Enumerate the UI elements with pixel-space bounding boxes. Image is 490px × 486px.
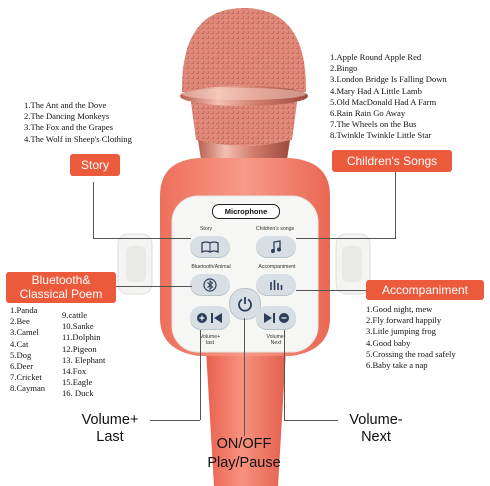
play-pause-callout: Play/Pause <box>207 455 281 471</box>
childrens-songs-tag: Children's Songs <box>332 150 452 172</box>
list-item: 6.Rain Rain Go Away <box>330 108 406 119</box>
device-story-label: Story <box>199 226 213 232</box>
leader-story-v <box>93 182 94 238</box>
device-bluetooth-label: Bluetooth/Animal <box>191 264 231 270</box>
list-item: 9.cattle <box>62 310 88 320</box>
next-minus-icon <box>264 313 289 323</box>
list-item: 1.The Ant and the Dove <box>24 100 107 110</box>
story-button[interactable] <box>190 236 230 258</box>
list-item: 16. Duck <box>62 388 94 399</box>
list-item: 5.Crossing the road safely <box>366 348 456 359</box>
leader-bluetooth-h <box>116 286 192 287</box>
list-item: 5.Old MacDonald Had A Farm <box>330 96 437 107</box>
childrens-songs-button[interactable] <box>256 236 296 258</box>
list-item: 15.Eagle <box>62 377 93 388</box>
list-item: 3.Litle jumping frog <box>366 326 436 337</box>
list-item: 13. Elephant <box>62 354 106 365</box>
list-item: 3.The Fox and the Grapes <box>24 122 114 133</box>
list-item: 7.The Wheels on the Bus <box>330 119 417 130</box>
leader-power-v <box>244 318 245 436</box>
power-icon <box>238 297 252 312</box>
list-item: 1.Apple Round Apple Red <box>330 52 422 62</box>
music-note-icon <box>271 240 281 253</box>
volume-plus-last-button[interactable] <box>190 306 230 330</box>
list-item: 2.Bingo <box>330 63 358 74</box>
childrens-songs-list: 1.Apple Round Apple Red 2.Bingo 3.London… <box>330 52 447 142</box>
microphone-brand-badge: Microphone <box>212 204 280 219</box>
list-item: 2.The Dancing Monkeys <box>24 111 110 122</box>
volume-plus-callout: Volume+ Last <box>81 412 139 445</box>
list-item: 7.Cricket <box>10 372 42 383</box>
mic-grille <box>180 8 308 171</box>
accompaniment-button[interactable] <box>256 274 296 296</box>
bluetooth-animal-button[interactable] <box>190 274 230 296</box>
animals-list-col1: 1.Panda 2.Bee 3.Camel 4.Cat 5.Dog 6.Deer… <box>10 305 45 395</box>
volume-minus-callout: Volume- Next <box>349 412 403 445</box>
list-item: 8.Cayman <box>10 383 46 394</box>
list-item: 4.Good baby <box>366 337 411 348</box>
device-childrens-label: Children's songs <box>255 226 295 232</box>
leader-story-h <box>93 238 191 239</box>
equalizer-icon <box>270 280 283 290</box>
list-item: 6.Baby take a nap <box>366 360 428 371</box>
list-item: 1.Panda <box>10 305 38 315</box>
bluetooth-classical-tag: Bluetooth& Classical Poem <box>6 272 116 303</box>
list-item: 11.Dolphin <box>62 332 101 343</box>
leader-volume-minus-h <box>284 420 338 421</box>
list-item: 14.Fox <box>62 366 87 377</box>
animals-list-col2: 9.cattle 10.Sanke 11.Dolphin 12.Pigeon 1… <box>62 310 105 400</box>
list-item: 5.Dog <box>10 349 32 360</box>
list-item: 10.Sanke <box>62 321 94 332</box>
device-volume-minus-label: Volume- Next <box>266 334 286 346</box>
power-play-pause-button[interactable] <box>229 288 261 320</box>
list-item: 4.The Wolf in Sheep's Clothing <box>24 133 132 144</box>
on-off-callout: ON/OFF <box>216 436 272 452</box>
leader-accompaniment-h <box>296 290 366 291</box>
story-list: 1.The Ant and the Dove 2.The Dancing Mon… <box>24 100 132 145</box>
list-item: 4.Cat <box>10 338 29 349</box>
list-item: 1.Good night, mew <box>366 304 433 314</box>
list-item: 3.London Bridge Is Falling Down <box>330 74 447 85</box>
list-item: 3.Camel <box>10 327 39 338</box>
volume-minus-next-button[interactable] <box>256 306 296 330</box>
previous-plus-icon <box>197 313 222 323</box>
accompaniment-list: 1.Good night, mew 2.Fly forward happily … <box>366 304 456 371</box>
device-volume-plus-label: Volume+ last <box>199 334 221 346</box>
list-item: 6.Deer <box>10 361 34 372</box>
book-icon <box>201 241 219 253</box>
list-item: 12.Pigeon <box>62 343 97 354</box>
bluetooth-icon <box>203 278 217 292</box>
mic-handle <box>206 350 286 486</box>
list-item: 2.Fly forward happily <box>366 315 442 326</box>
leader-volume-plus-h <box>150 420 200 421</box>
control-panel <box>171 195 319 353</box>
accompaniment-tag: Accompaniment <box>366 280 484 300</box>
list-item: 2.Bee <box>10 316 30 327</box>
list-item: 4.Mary Had A Little Lamb <box>330 85 422 96</box>
leader-volume-minus-v <box>284 330 285 420</box>
story-tag: Story <box>70 154 120 176</box>
leader-children-v <box>395 172 396 238</box>
device-accompaniment-label: Accompaniment <box>258 264 296 270</box>
list-item: 8.Twinkle Twinkle Little Star <box>330 130 432 141</box>
leader-children-h <box>296 238 396 239</box>
leader-volume-plus-v <box>200 330 201 420</box>
